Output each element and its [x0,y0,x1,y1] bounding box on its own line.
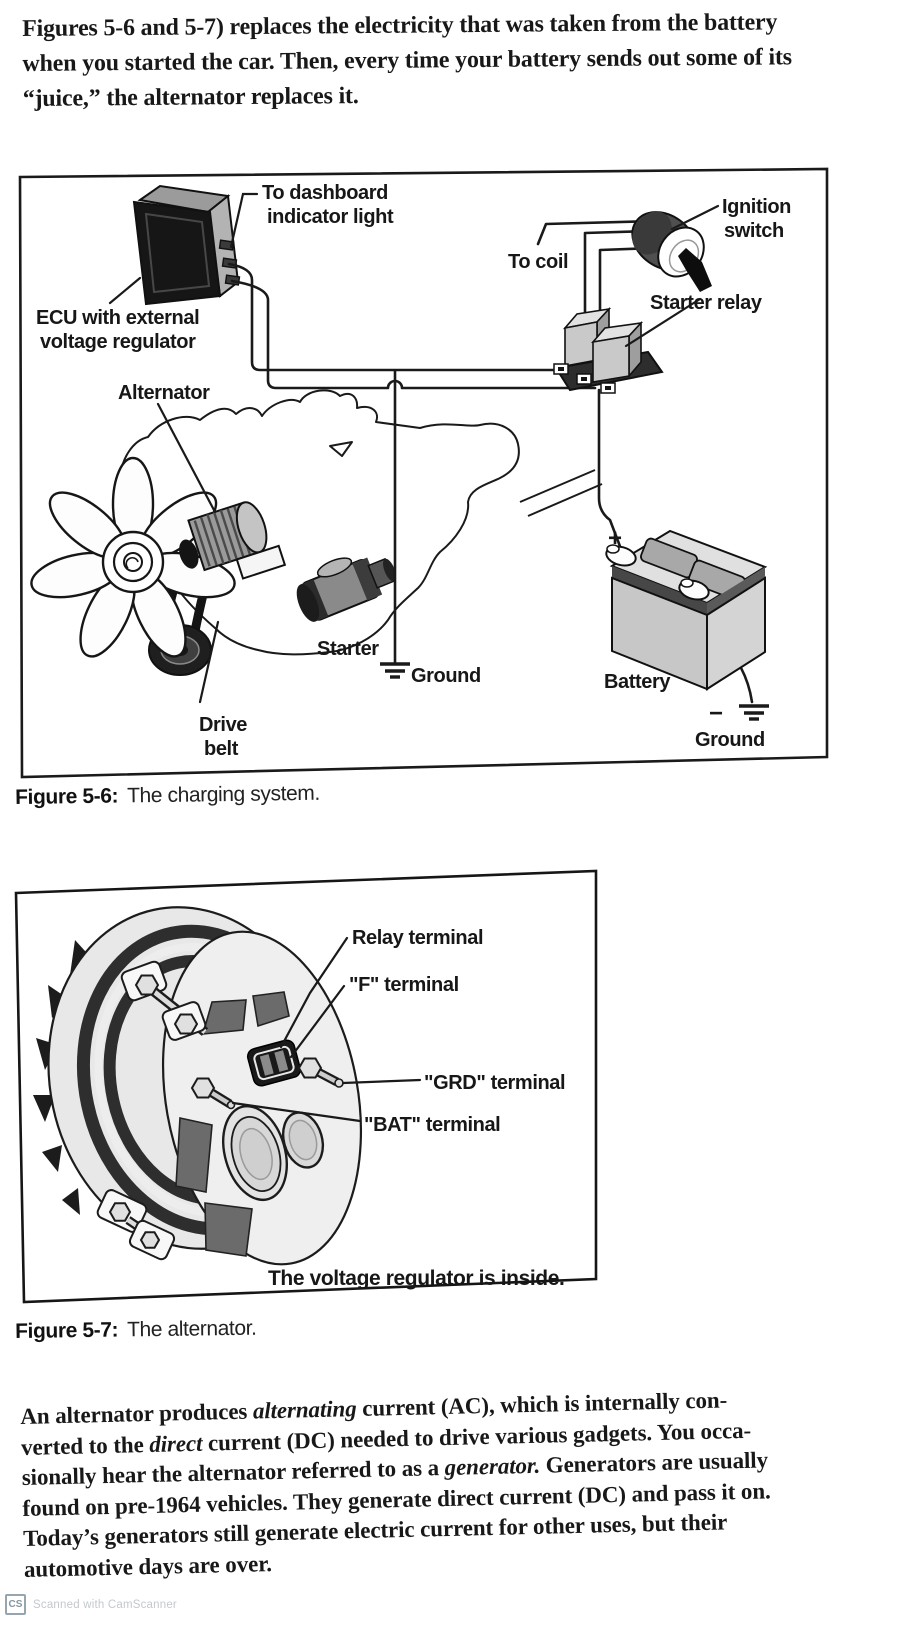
label-relay-terminal: Relay terminal [352,927,483,949]
label-to-dashboard-2: indicator light [267,206,394,228]
engine-fan [30,456,236,658]
ground-symbol-starter [380,662,410,679]
label-alternator: Alternator [118,382,210,404]
figure-5-6-diagram: To dashboard indicator light ECU with ex… [18,167,829,779]
engine-outline [116,389,603,656]
label-battery: Battery [604,671,671,693]
figure-5-7-caption: Figure 5-7: The alternator. [15,1317,257,1344]
label-starter-relay: Starter relay [650,292,763,314]
label-to-dashboard-1: To dashboard [262,182,388,204]
label-bat-terminal: "BAT" terminal [364,1114,500,1136]
label-to-coil: To coil [508,251,568,273]
ground-symbol-battery [739,704,769,721]
camscanner-text: Scanned with CamScanner [33,1598,177,1611]
camscanner-logo-icon: CS [5,1594,26,1615]
battery-unit [605,529,768,691]
figure-5-7-caption-label: Figure 5-7: [15,1318,119,1343]
label-battery-plus: + [608,525,622,552]
label-ecu-2: voltage regulator [40,331,196,353]
label-grd-terminal: "GRD" terminal [424,1072,565,1094]
outro-paragraph: An alternator produces alternating curre… [20,1381,924,1585]
label-starter: Starter [317,638,379,660]
terminal-connector [246,1039,302,1087]
label-drive-1: Drive [199,714,247,736]
label-f-terminal: "F" terminal [349,974,459,996]
label-ground-starter: Ground [411,665,481,687]
figure-5-7-diagram: Relay terminal "F" terminal "GRD" termin… [14,869,598,1304]
leader-lines [231,936,422,1123]
label-regulator-note: The voltage regulator is inside. [268,1267,564,1290]
intro-paragraph: Figures 5-6 and 5-7) replaces the electr… [22,4,913,117]
label-ecu-1: ECU with external [36,307,199,329]
alternator-illustration [33,906,363,1266]
label-ignition-2: switch [724,220,784,242]
intro-line-3: “juice,” the alternator replaces it. [22,83,359,112]
starter-motor [296,557,396,622]
leader-lines [108,192,720,704]
figure-5-6-caption: Figure 5-6: The charging system. [15,782,320,810]
ignition-key [678,248,712,292]
label-ground-battery: Ground [695,729,765,751]
starter-relay-unit [553,306,664,394]
label-drive-2: belt [204,738,239,760]
figure-5-7-caption-text: The alternator. [126,1316,257,1342]
figure-5-6-caption-text: The charging system. [126,781,321,808]
scan-watermark: CS Scanned with CamScanner [5,1594,177,1615]
ecu-unit [132,184,241,306]
figure-5-6-caption-label: Figure 5-6: [15,784,119,809]
alternator-unit [179,501,287,580]
label-ignition-1: Ignition [722,196,791,218]
label-battery-minus: − [709,700,723,727]
ignition-switch-unit [631,211,712,292]
